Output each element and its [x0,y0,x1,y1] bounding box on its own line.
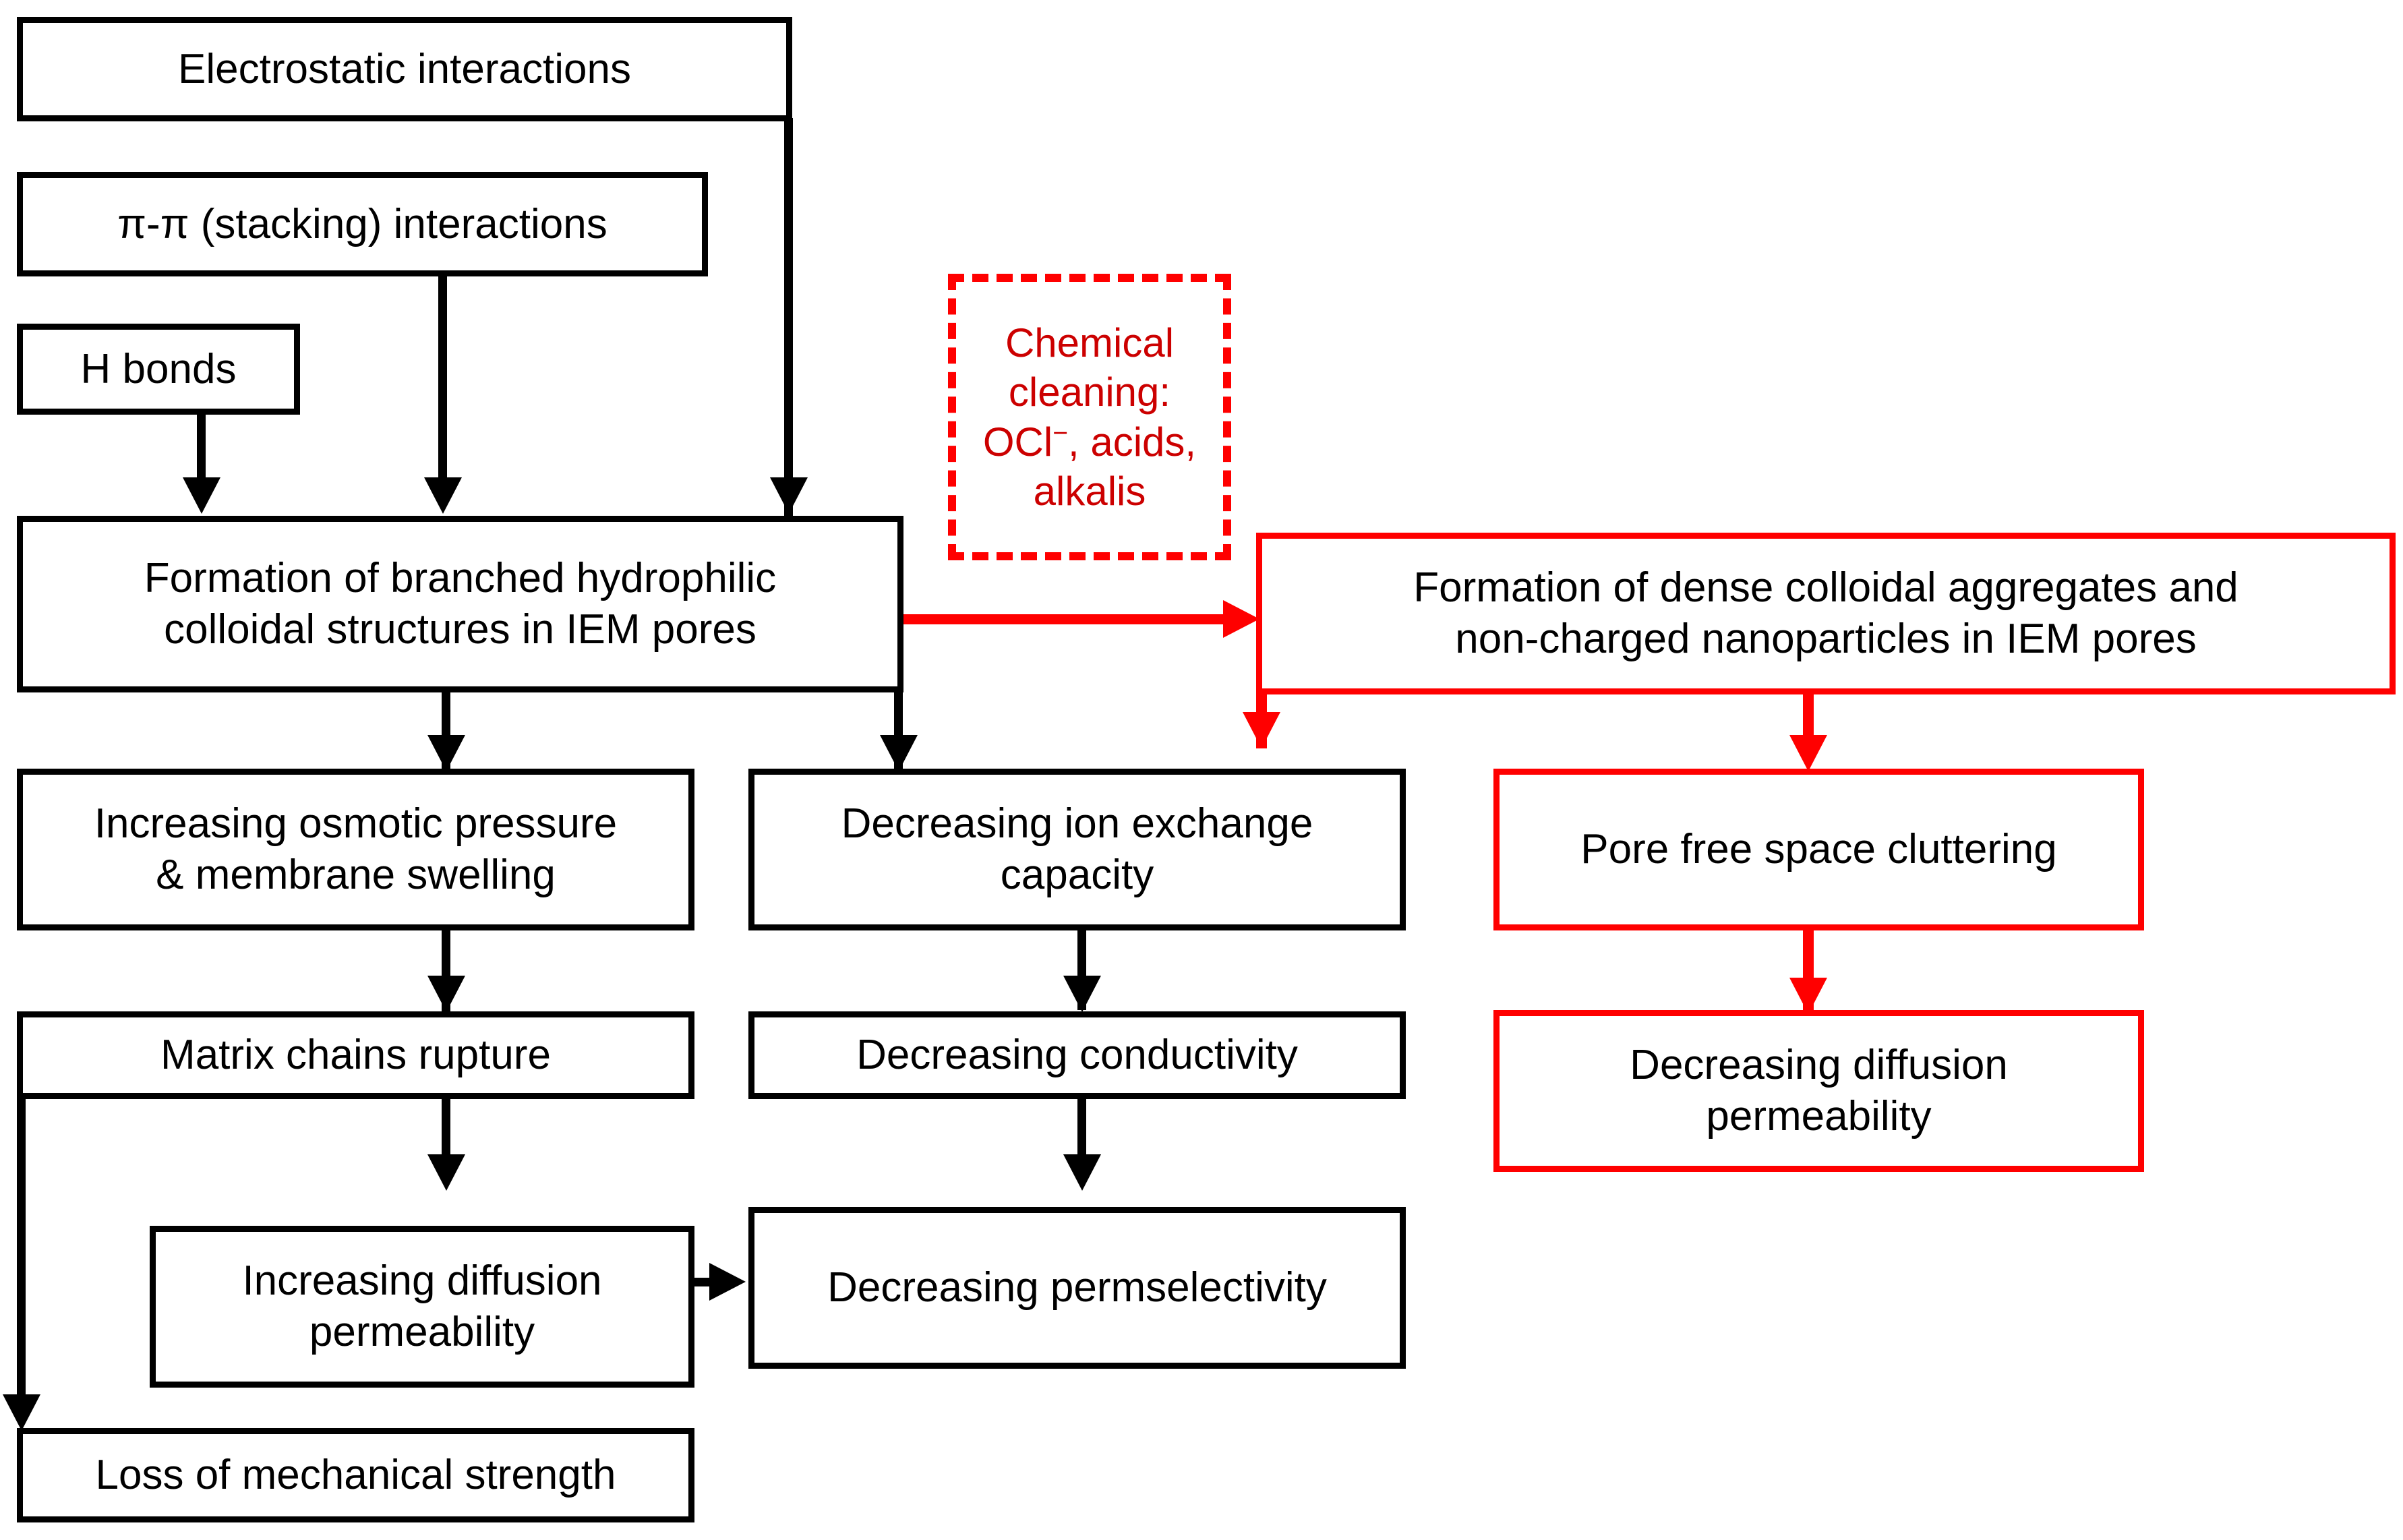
arrow-conductivity-to-permselectivity [1063,1154,1101,1191]
node-label-line1: Formation of dense colloidal aggregates … [1413,564,2238,612]
arrow-hbonds-to-formation [183,477,220,514]
node-label: Decreasing diffusion permeability [1506,1040,2131,1142]
arrow-osmotic-to-matrix [427,976,465,1012]
node-chemical-cleaning[interactable]: Chemical cleaning: OCl−, acids, alkalis [948,274,1231,560]
node-formation-dense-aggregates[interactable]: Formation of dense colloidal aggregates … [1256,533,2396,694]
node-label: Formation of branched hydrophilic colloi… [30,553,891,655]
node-label: Chemical cleaning: OCl−, acids, alkalis [963,318,1216,516]
arrow-formation-to-osmotic [427,735,465,771]
node-label: Increasing osmotic pressure & membrane s… [30,798,682,900]
node-loss-of-mechanical-strength[interactable]: Loss of mechanical strength [17,1428,694,1522]
minus-superscript: − [1052,418,1069,448]
ocl-text: OCl [982,419,1053,465]
node-label-line1: Chemical [1005,320,1175,366]
connector-red-formation-to-dense [902,614,1236,624]
node-label-line2: colloidal structures in IEM pores [164,606,756,653]
arrow-pipi-to-formation [424,477,462,514]
arrow-red-dense-to-pore [1789,735,1827,771]
node-label-line2: capacity [1000,852,1154,898]
node-label-line2: non-charged nanoparticles in IEM pores [1455,616,2197,662]
connector-hbonds-vertical [197,411,206,492]
connector-matrix-to-incrdiffusion [442,1096,450,1163]
node-label-line4: alkalis [1033,468,1146,514]
arrow-ionexchange-to-conductivity [1063,976,1101,1012]
node-increasing-diffusion-permeability[interactable]: Increasing diffusion permeability [150,1226,694,1388]
node-label-line1: Increasing diffusion [242,1257,602,1305]
arrow-red-pore-to-diffusion [1789,978,1827,1014]
arrow-to-mechstrength [3,1394,40,1431]
node-decreasing-conductivity[interactable]: Decreasing conductivity [748,1011,1406,1099]
node-matrix-chains-rupture[interactable]: Matrix chains rupture [17,1011,694,1099]
acids-text: , acids, [1068,419,1197,465]
node-label: H bonds [80,345,237,392]
node-label-line2: & membrane swelling [156,852,556,898]
node-label: Pore free space cluttering [1580,826,2057,873]
node-h-bonds[interactable]: H bonds [17,324,300,415]
node-label-line2: permeability [309,1309,535,1355]
node-pore-free-space-cluttering[interactable]: Pore free space cluttering [1493,769,2144,930]
node-label: Loss of mechanical strength [95,1452,616,1499]
node-label: Electrostatic interactions [178,45,631,92]
node-label-line1: Increasing osmotic pressure [94,800,618,848]
connector-electrostatic-vertical [784,118,793,516]
node-label: Increasing diffusion permeability [162,1255,682,1357]
node-formation-branched-colloidal[interactable]: Formation of branched hydrophilic colloi… [17,516,903,692]
node-label-line1: Decreasing ion exchange [841,800,1313,848]
node-increasing-osmotic-pressure[interactable]: Increasing osmotic pressure & membrane s… [17,769,694,930]
node-decreasing-permselectivity[interactable]: Decreasing permselectivity [748,1207,1406,1369]
node-label: π-π (stacking) interactions [117,200,607,247]
node-label: Formation of dense colloidal aggregates … [1269,562,2383,664]
connector-conductivity-to-permselectivity [1077,1096,1086,1166]
connector-left-to-mechstrength [17,1038,26,1406]
arrow-matrix-to-incrdiffusion [427,1154,465,1191]
node-pi-pi-interactions[interactable]: π-π (stacking) interactions [17,172,708,276]
node-label: Decreasing ion exchange capacity [761,798,1393,900]
arrow-formation-to-ionexchange [880,735,918,771]
arrow-red-dense-to-ionexchange [1243,712,1280,748]
arrow-red-formation-to-dense [1223,600,1259,638]
node-label: Matrix chains rupture [160,1032,551,1079]
node-label: Decreasing permselectivity [827,1264,1327,1311]
arrow-incrdiffusion-to-permselectivity [709,1263,746,1301]
node-electrostatic-interactions[interactable]: Electrostatic interactions [17,17,792,121]
node-label: Decreasing conductivity [856,1032,1298,1079]
arrow-electrostatic-to-formation [770,477,808,514]
node-label-line2: cleaning: [1008,369,1171,415]
connector-pipi-vertical [438,273,447,502]
node-label-line3-formula: OCl−, acids, [983,419,1196,465]
node-decreasing-diffusion-permeability[interactable]: Decreasing diffusion permeability [1493,1010,2144,1172]
node-label-line2: permeability [1706,1093,1932,1139]
node-label-line1: Decreasing diffusion [1630,1042,2008,1089]
node-label-line1: Formation of branched hydrophilic [144,555,777,602]
node-decreasing-ion-exchange-capacity[interactable]: Decreasing ion exchange capacity [748,769,1406,930]
